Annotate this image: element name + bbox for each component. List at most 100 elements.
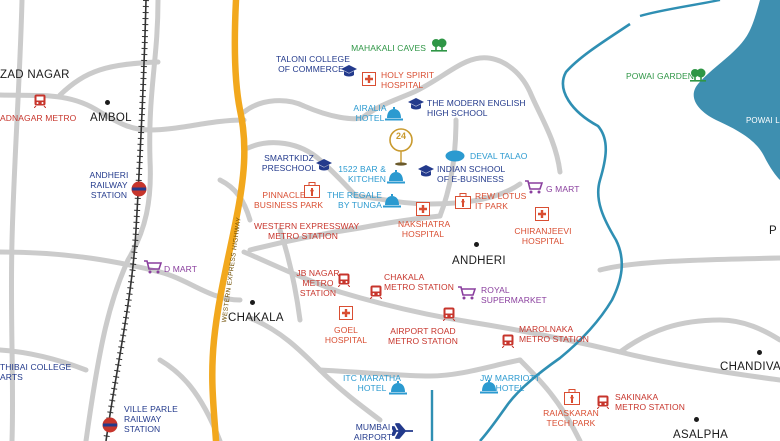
area-dot [474, 242, 479, 247]
label-jb-nagar: JB NAGAR METRO STATION [296, 268, 340, 298]
label-royal-supermarket: ROYAL SUPERMARKET [481, 285, 547, 305]
label-d-mart: D MART [164, 264, 198, 274]
road-saki [517, 357, 583, 441]
label-jw-marriott: JW MARRIOTT HOTEL [479, 373, 541, 393]
area-chakala: CHAKALA [228, 312, 284, 324]
cart-icon [144, 260, 163, 279]
road-wagon [241, 98, 365, 122]
railway-icon [102, 417, 118, 438]
office-icon [304, 182, 320, 203]
road-ring-west [0, 249, 243, 303]
label-marolnaka: MAROLNAKA METRO STATION [519, 324, 589, 344]
label-holy-spirit: HOLY SPIRIT HOSPITAL [381, 70, 435, 90]
school-icon [316, 158, 332, 177]
road-south [317, 357, 523, 379]
hotel-icon [389, 381, 407, 400]
project-marker-icon[interactable]: 24 [389, 128, 413, 171]
label-airalia: AIRALIA HOTEL [353, 103, 387, 123]
road-north-south-left [8, 0, 25, 441]
area-chandiva: CHANDIVA [720, 361, 780, 373]
hospital-icon [416, 202, 430, 221]
area-andheri: ANDHERI [452, 255, 506, 267]
road-east-1 [617, 317, 780, 355]
label-ville-parle: VILLE PARLE RAILWAY STATION [124, 404, 178, 434]
hotel-icon [480, 380, 498, 399]
western-express-highway[interactable] [209, 0, 248, 441]
label-powai-garden: POWAI GARDEN [626, 71, 694, 81]
hospital-icon [362, 72, 376, 91]
area-p: P [769, 225, 777, 237]
label-nakshatra: NAKSHATRA HOSPITAL [398, 219, 451, 239]
label-chiranjeevi: CHIRANJEEVI HOSPITAL [514, 226, 572, 246]
area-dot [694, 417, 699, 422]
label-deval-talao: DEVAL TALAO [470, 151, 528, 161]
hotel-icon [385, 107, 403, 126]
river-north [639, 0, 721, 18]
mithi-river [479, 22, 631, 441]
school-icon [341, 64, 357, 83]
cart-icon [458, 286, 477, 305]
metro-icon [442, 307, 456, 326]
area-dot [757, 350, 762, 355]
hospital-icon [339, 306, 353, 325]
office-icon [455, 193, 471, 214]
cart-icon [525, 180, 544, 199]
label-taloni-college: TALONI COLLEGE OF COMMERCE [276, 54, 350, 74]
label-andheri-railway: ANDHERI RAILWAY STATION [89, 170, 129, 200]
area-dot [250, 300, 255, 305]
label-chakala-metro: CHAKALA METRO STATION [384, 272, 454, 292]
label-sakinaka: SAKINAKA METRO STATION [615, 392, 685, 412]
road-andheri-east [57, 59, 161, 98]
area-ambol: AMBOL [90, 112, 132, 124]
lake-icon [445, 149, 465, 167]
label-mumbai-airport: MUMBAI AIRPORT [353, 422, 393, 441]
label-mahakali-caves: MAHAKALI CAVES [351, 43, 426, 53]
metro-icon [337, 273, 351, 292]
hospital-icon [535, 207, 549, 226]
road-sahar [147, 117, 247, 133]
label-western-expressway-metro: WESTERN EXPRESSWAY METRO STATION [254, 221, 360, 241]
road-mahakali [359, 55, 563, 175]
road-swami [83, 0, 161, 441]
road-loop-east [353, 181, 523, 207]
road-ambol [0, 92, 153, 133]
road-central [247, 213, 443, 253]
hotel-icon [383, 194, 401, 213]
area-zad-nagar: ZAD NAGAR [0, 69, 70, 81]
school-icon [418, 164, 434, 183]
label-rew-lotus: REW LOTUS IT PARK [475, 191, 527, 211]
label-raiaskaran: RAIASKARAN TECH PARK [543, 408, 599, 428]
metro-icon [596, 395, 610, 414]
school-icon [408, 97, 424, 116]
label-g-mart: G MART [546, 184, 580, 194]
park-icon [690, 68, 706, 87]
project-marker-number: 24 [395, 131, 406, 141]
label-pinnacle: PINNACLE BUSINESS PARK [254, 190, 324, 210]
office-icon [564, 389, 580, 410]
metro-icon [369, 285, 383, 304]
area-dot [105, 100, 110, 105]
label-itc-maratha: ITC MARATHA HOTEL [342, 373, 402, 393]
plane-icon [391, 422, 414, 441]
road-west-south [0, 347, 89, 373]
label-smartkidz: SMARTKIDZ PRESCHOOL [261, 153, 317, 173]
powai-lake-shape [693, 0, 780, 180]
park-icon [431, 38, 447, 57]
road-loop-west [245, 140, 359, 199]
label-goel: GOEL HOSPITAL [324, 325, 368, 345]
road-corridor [241, 249, 780, 383]
railway-icon [131, 181, 147, 202]
area-asalpha: ASALPHA [673, 429, 729, 441]
label-indian-school: INDIAN SCHOOL OF E-BUSINESS [437, 164, 506, 184]
railway-line[interactable] [103, 0, 149, 441]
label-modern-english: THE MODERN ENGLISH HIGH SCHOOL [427, 98, 526, 118]
metro-icon [33, 94, 47, 113]
hotel-icon [387, 170, 405, 189]
label-regale: THE REGALE BY TUNGA [327, 190, 382, 210]
label-1522-bar: 1522 BAR & KITCHEN [338, 164, 386, 184]
label-airport-road: AIRPORT ROAD METRO STATION [388, 326, 458, 346]
label-thibai-college: THIBAI COLLEGE ARTS [0, 362, 72, 382]
metro-icon [501, 334, 515, 353]
